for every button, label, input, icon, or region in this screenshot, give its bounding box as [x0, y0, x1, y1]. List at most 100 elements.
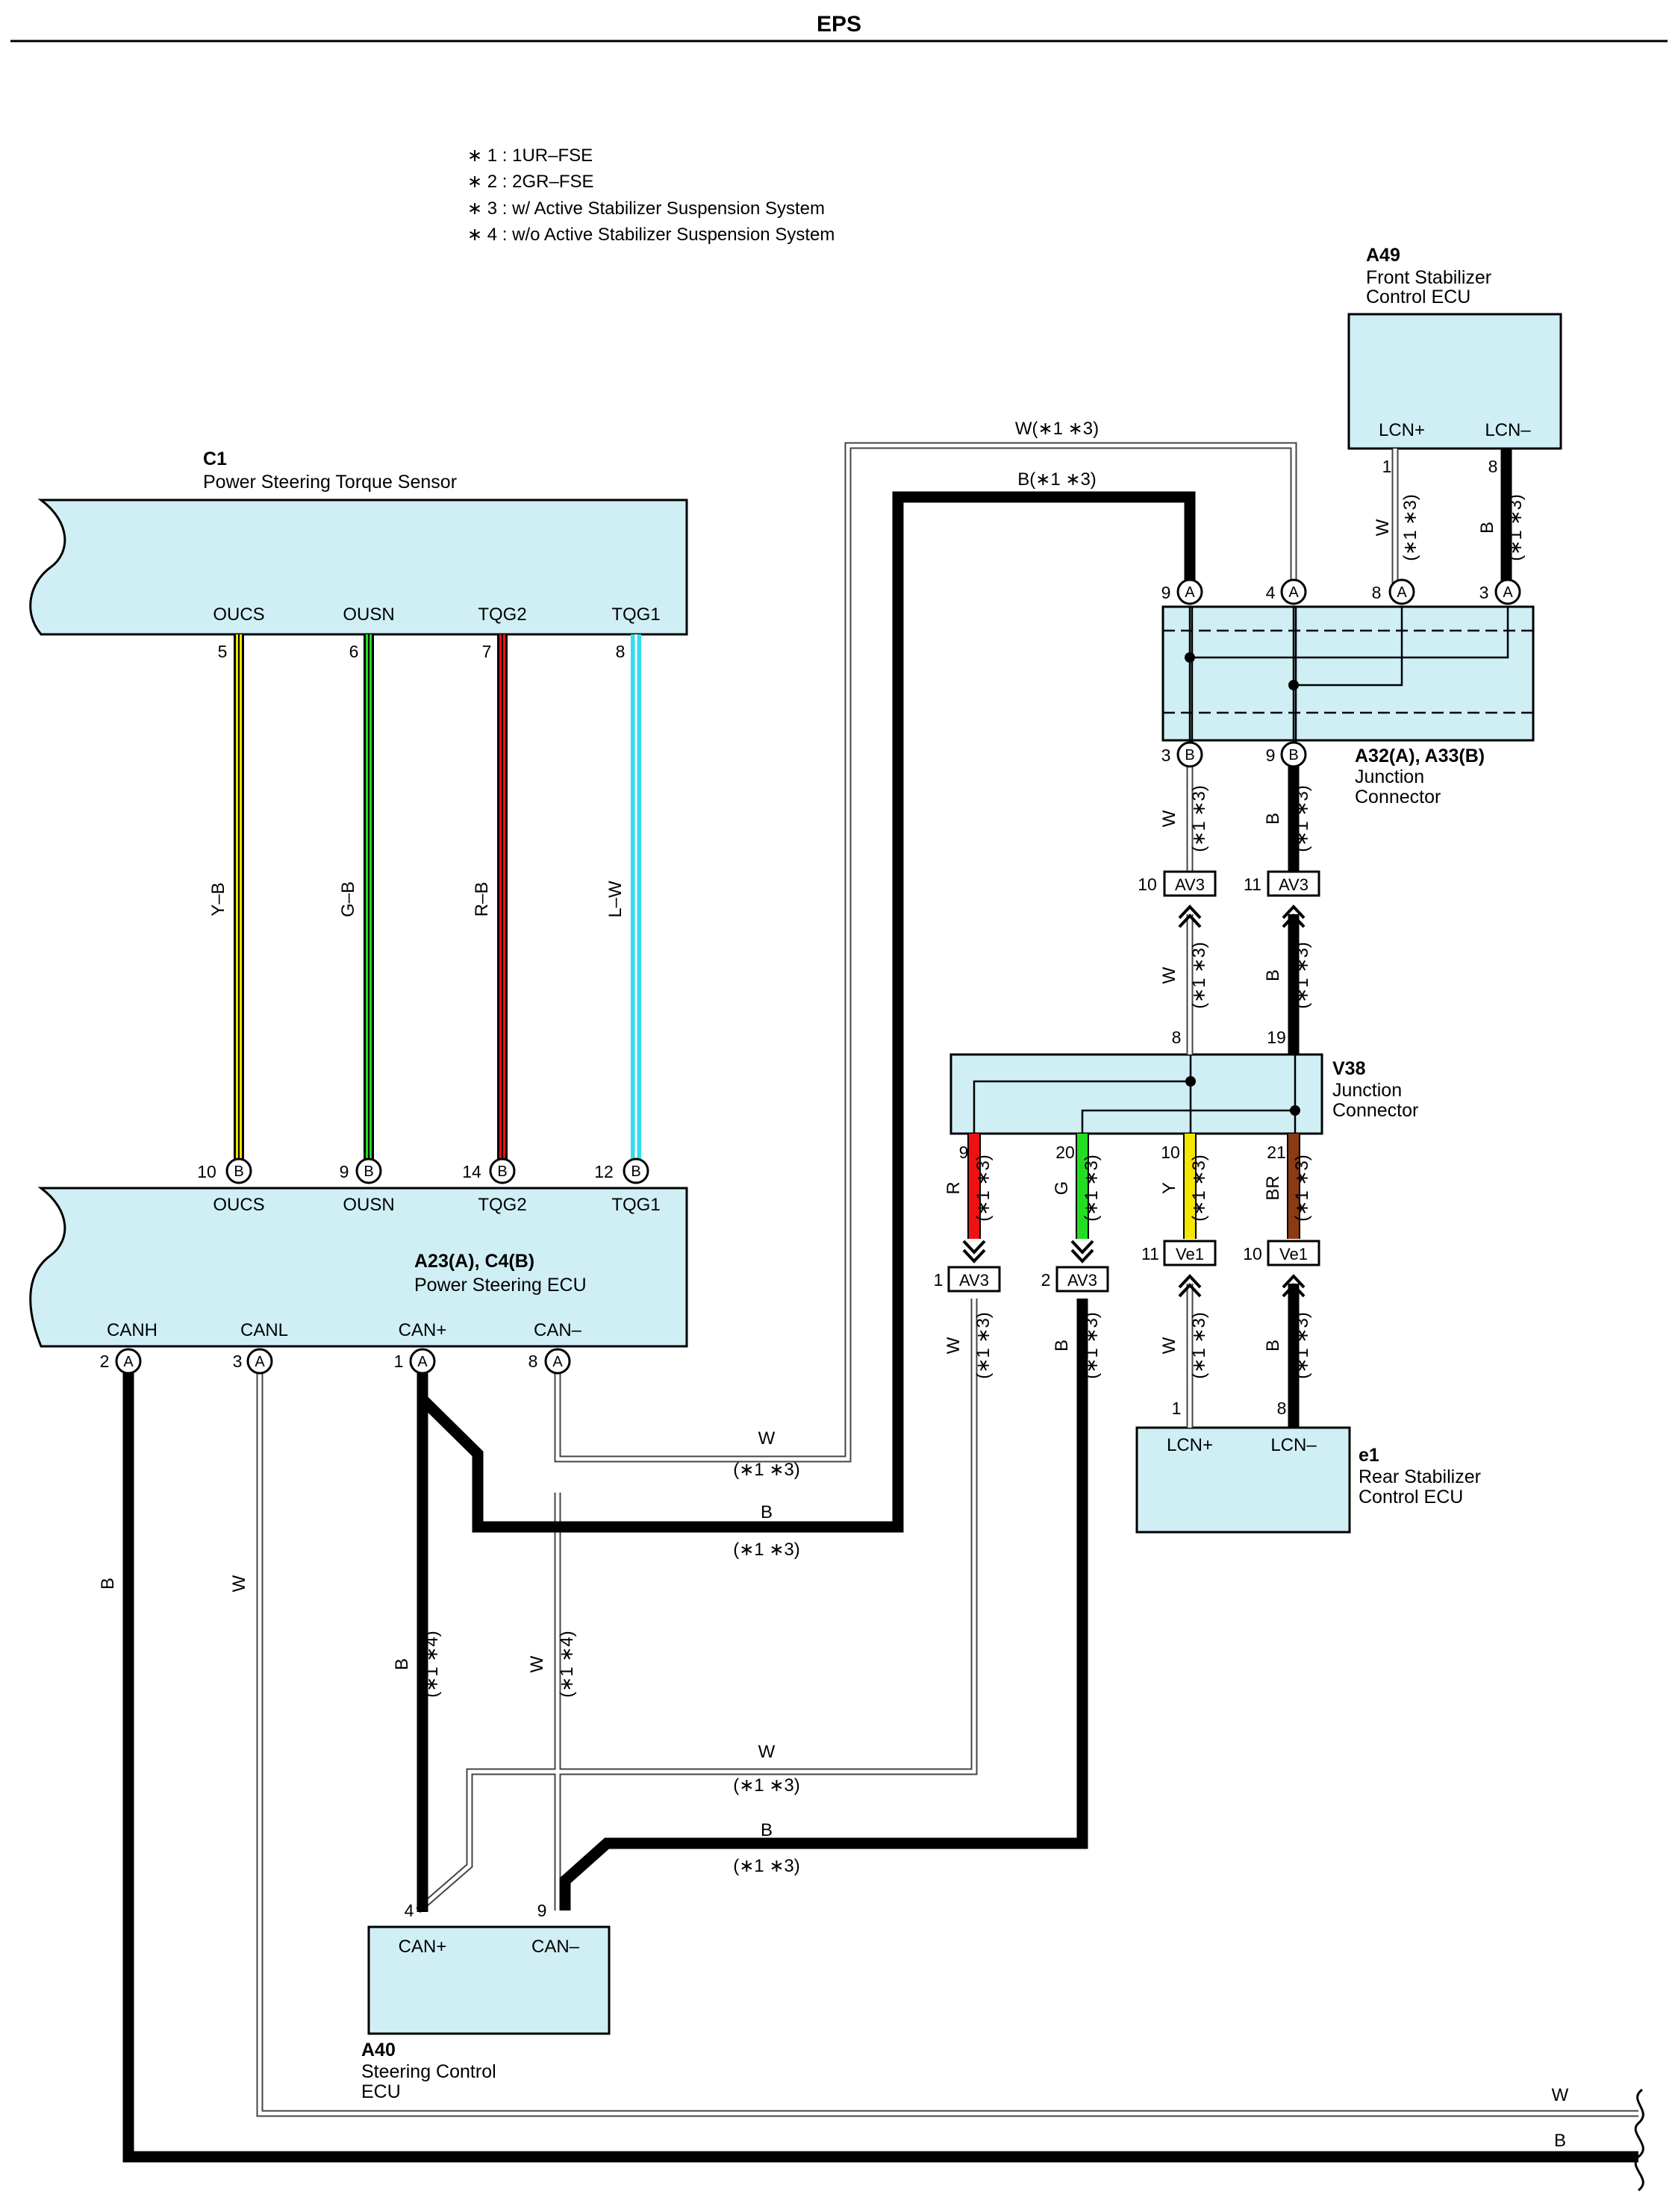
svg-text:8: 8 [616, 642, 626, 661]
svg-text:B: B [1263, 969, 1283, 981]
svg-text:3: 3 [1479, 583, 1489, 602]
svg-text:2: 2 [1041, 1270, 1051, 1290]
ecu-pin-tqg1: TQG1 [611, 1195, 660, 1215]
svg-text:(∗1 ∗3): (∗1 ∗3) [1400, 494, 1420, 561]
svg-text:R–B: R–B [472, 882, 492, 917]
ecu-code: A23(A), C4(B) [414, 1251, 534, 1272]
ecu-pin-can-plus: CAN+ [399, 1320, 447, 1340]
svg-text:(∗1 ∗4): (∗1 ∗4) [422, 1631, 442, 1698]
svg-text:(∗1 ∗3): (∗1 ∗3) [973, 1312, 994, 1379]
ecu-pin-oucs: OUCS [213, 1195, 264, 1215]
jc-splice-2 [1288, 680, 1299, 690]
svg-text:B: B [1052, 1340, 1072, 1352]
c1-pin-ousn: OUSN [343, 604, 394, 625]
a49-box [1347, 313, 1562, 450]
connector-ve1: Ve1 Ve1 [1163, 1240, 1320, 1266]
svg-text:W: W [758, 1428, 776, 1449]
av3-label: AV3 [1175, 875, 1205, 894]
svg-text:B: B [1288, 747, 1298, 763]
svg-text:B: B [392, 1658, 412, 1670]
svg-text:8: 8 [1488, 457, 1498, 476]
svg-text:(∗1 ∗3): (∗1 ∗3) [733, 1775, 800, 1796]
note-3: ∗ 3 : w/ Active Stabilizer Suspension Sy… [467, 199, 825, 219]
svg-text:6: 6 [349, 642, 359, 661]
svg-text:10: 10 [1243, 1244, 1262, 1263]
svg-text:W: W [944, 1337, 964, 1354]
svg-text:B: B [631, 1163, 640, 1180]
svg-text:10: 10 [1138, 875, 1157, 894]
c1-pin-tqg1: TQG1 [611, 604, 660, 625]
svg-text:8: 8 [1277, 1399, 1287, 1418]
svg-text:(∗1 ∗3): (∗1 ∗3) [1292, 1155, 1312, 1222]
component-c1 [29, 499, 688, 636]
v38-color-wires [967, 1134, 1300, 1239]
c1-code: C1 [203, 449, 227, 469]
svg-text:9: 9 [1266, 746, 1276, 765]
jc-code: A32(A), A33(B) [1355, 746, 1485, 766]
svg-text:(∗1 ∗3): (∗1 ∗3) [1189, 1312, 1209, 1379]
svg-text:(∗1 ∗3): (∗1 ∗3) [1292, 785, 1312, 852]
pin-circles: B B B B A A A A A A A A B B [115, 578, 1521, 1375]
svg-text:10: 10 [1161, 1143, 1180, 1162]
svg-text:(∗1 ∗3): (∗1 ∗3) [1189, 942, 1209, 1009]
svg-text:3: 3 [1161, 746, 1171, 765]
svg-text:B: B [761, 1820, 773, 1840]
svg-text:1: 1 [1172, 1399, 1182, 1418]
svg-text:(∗1 ∗3): (∗1 ∗3) [1292, 942, 1312, 1009]
a40-code: A40 [361, 2040, 396, 2061]
pin-names: OUCS OUSN TQG2 TQG1 OUCS OUSN TQG2 TQG1 … [107, 420, 1531, 1957]
ecu-pin-tqg2: TQG2 [478, 1195, 526, 1215]
svg-text:B: B [234, 1163, 243, 1180]
e1-pin-lcn-minus: LCN– [1270, 1435, 1317, 1455]
svg-text:BR: BR [1263, 1175, 1283, 1200]
ecu-pin-canh: CANH [107, 1320, 157, 1340]
svg-text:A: A [417, 1354, 428, 1370]
c1-box [29, 499, 688, 636]
wire-labels-rotated: Y–B G–B R–B L–W W (∗1 ∗3) B (∗1 ∗3) W (∗… [98, 494, 1526, 1698]
ve1-label: Ve1 [1176, 1245, 1204, 1263]
a40-name-2: ECU [361, 2081, 401, 2102]
ecu-top-pins: B B B B [225, 1157, 649, 1184]
svg-text:(∗1 ∗3): (∗1 ∗3) [973, 1155, 994, 1222]
svg-text:B: B [1554, 2131, 1566, 2151]
svg-text:4: 4 [405, 1901, 414, 1920]
svg-text:8: 8 [528, 1352, 538, 1371]
av3-label: AV3 [1279, 875, 1309, 894]
jc-name-2: Connector [1355, 787, 1441, 807]
svg-text:11: 11 [1244, 875, 1261, 894]
svg-text:9: 9 [1161, 583, 1171, 602]
svg-text:5: 5 [218, 642, 228, 661]
svg-text:9: 9 [537, 1901, 547, 1920]
v38-splice-2 [1290, 1105, 1300, 1116]
svg-text:(∗1 ∗3): (∗1 ∗3) [1082, 1312, 1102, 1379]
svg-text:A: A [1397, 584, 1407, 601]
svg-text:G: G [1052, 1181, 1072, 1196]
svg-text:W: W [229, 1575, 249, 1592]
note-2: ∗ 2 : 2GR–FSE [467, 172, 594, 192]
connector-av3-upper: AV3 AV3 [1163, 870, 1320, 897]
svg-text:20: 20 [1055, 1143, 1075, 1162]
ecu-name: Power Steering ECU [414, 1275, 587, 1296]
svg-text:(∗1 ∗3): (∗1 ∗3) [733, 1540, 800, 1560]
svg-text:B: B [1263, 813, 1283, 825]
svg-text:B: B [497, 1163, 507, 1180]
jc-name-1: Junction [1355, 766, 1424, 787]
svg-text:9: 9 [340, 1162, 349, 1181]
svg-text:B: B [1263, 1340, 1283, 1352]
svg-text:B: B [364, 1163, 373, 1180]
wire-break-symbol [1634, 2088, 1644, 2192]
e1-code: e1 [1359, 1445, 1379, 1466]
svg-text:B(∗1 ∗3): B(∗1 ∗3) [1017, 469, 1097, 490]
note-4: ∗ 4 : w/o Active Stabilizer Suspension S… [467, 225, 835, 245]
c1-name: Power Steering Torque Sensor [203, 472, 457, 493]
c1-pin-oucs: OUCS [213, 604, 264, 625]
component-power-steering-ecu [29, 1187, 688, 1348]
v38-internal [973, 1055, 1297, 1134]
svg-text:Y: Y [1159, 1182, 1179, 1194]
e1-name-2: Control ECU [1359, 1487, 1463, 1508]
svg-text:B: B [1477, 522, 1497, 534]
svg-text:(∗1 ∗3): (∗1 ∗3) [1506, 494, 1526, 561]
svg-text:L–W: L–W [605, 881, 626, 918]
svg-text:(∗1 ∗3): (∗1 ∗3) [1189, 1155, 1209, 1222]
